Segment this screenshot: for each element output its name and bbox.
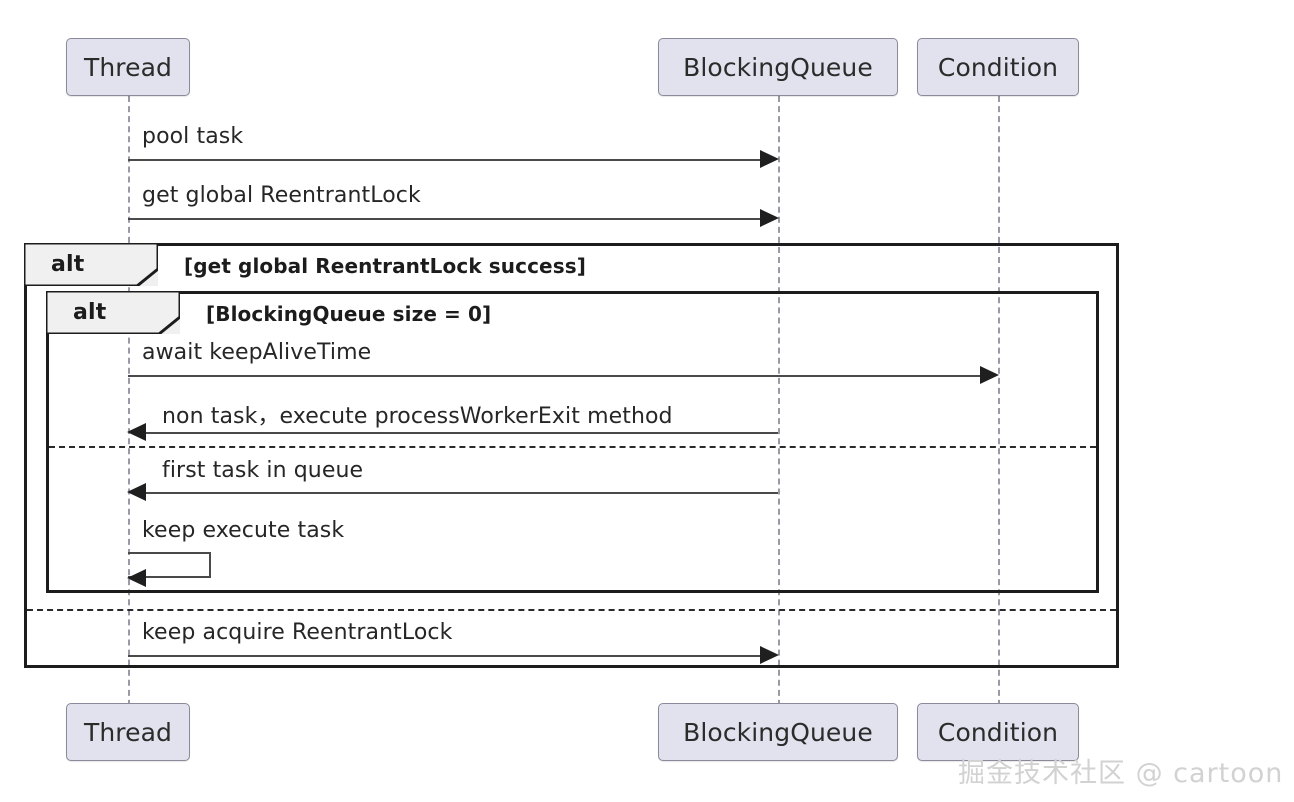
participant-label: Thread [83, 52, 172, 82]
participant-condition-top[interactable]: Condition [917, 38, 1079, 96]
participant-label: BlockingQueue [683, 717, 873, 747]
message-label-keep-execute-task: keep execute task [142, 518, 345, 543]
fragment-separator-inner-alt [49, 446, 1096, 448]
participant-label: BlockingQueue [683, 52, 873, 82]
fragment-operator-label: alt [73, 300, 107, 325]
message-label-get-global-reentrantlock: get global ReentrantLock [142, 183, 421, 208]
message-line-get-global-reentrantlock [128, 218, 762, 220]
fragment-guard-inner-alt: [BlockingQueue size = 0] [206, 302, 492, 326]
arrow-head-icon [760, 646, 779, 664]
participant-label: Condition [937, 717, 1059, 747]
fragment-operator-label: alt [51, 252, 85, 277]
participant-thread-bottom[interactable]: Thread [66, 703, 190, 761]
arrow-head-icon [127, 423, 146, 441]
message-line-keep-acquire-reentrantlock [128, 655, 762, 657]
fragment-tab-outer-alt: alt [24, 243, 158, 286]
self-message-loop-keep-execute-task [128, 552, 211, 578]
message-label-first-task-in-queue: first task in queue [162, 458, 364, 483]
watermark: 掘金技术社区 @ cartoon [958, 758, 1284, 789]
participant-blockingqueue-bottom[interactable]: BlockingQueue [658, 703, 898, 761]
lifeline-condition [998, 96, 1000, 716]
participant-label: Condition [937, 52, 1059, 82]
message-line-first-task-in-queue [146, 492, 778, 494]
fragment-guard-outer-alt: [get global ReentrantLock success] [184, 254, 586, 278]
participant-blockingqueue-top[interactable]: BlockingQueue [658, 38, 898, 96]
fragment-inner-alt [46, 291, 1099, 593]
message-label-await-keepalivetime: await keepAliveTime [142, 340, 372, 365]
arrow-head-icon [127, 483, 146, 501]
participant-label: Thread [83, 717, 172, 747]
fragment-tab-inner-alt: alt [46, 291, 180, 334]
participant-condition-bottom[interactable]: Condition [917, 703, 1079, 761]
message-label-pool-task: pool task [142, 124, 244, 149]
message-line-await-keepalivetime [128, 375, 982, 377]
fragment-separator-outer-alt [27, 609, 1116, 611]
message-line-non-task-process-worker-exit [146, 432, 778, 434]
tab-shape-icon [46, 291, 180, 334]
message-label-non-task-process-worker-exit: non task，execute processWorkerExit metho… [162, 404, 673, 429]
arrow-head-icon [980, 366, 999, 384]
lifeline-blockingqueue [778, 96, 780, 716]
arrow-head-icon [127, 569, 146, 587]
tab-shape-icon [24, 243, 158, 286]
participant-thread-top[interactable]: Thread [66, 38, 190, 96]
message-label-keep-acquire-reentrantlock: keep acquire ReentrantLock [142, 620, 453, 645]
lifeline-thread [128, 96, 130, 716]
arrow-head-icon [760, 209, 779, 227]
arrow-head-icon [760, 150, 779, 168]
fragment-outer-alt [24, 243, 1119, 668]
message-line-pool-task [128, 159, 762, 161]
